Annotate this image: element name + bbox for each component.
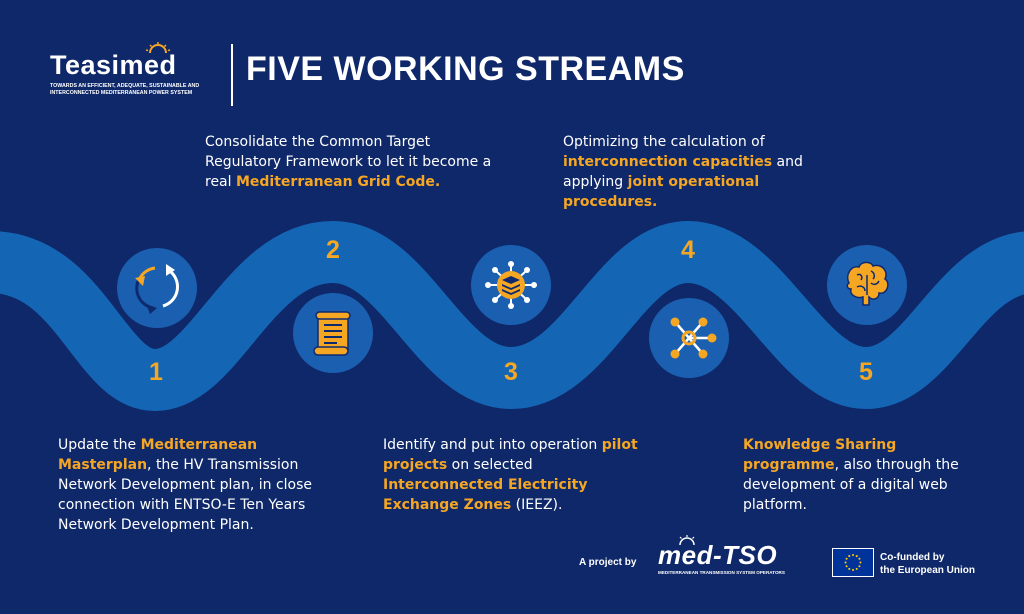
network-nodes-icon — [649, 298, 729, 378]
medtso-word: med-TSO — [658, 540, 778, 570]
highlight-text: Mediterranean Masterplan — [58, 437, 258, 473]
highlight-text: interconnection capacities — [563, 154, 773, 170]
body-text: Consolidate the Common Target Regulatory… — [205, 134, 492, 190]
document-scroll-icon — [293, 293, 373, 373]
stream-3-number: 3 — [504, 358, 518, 386]
stream-1-description: Update the Mediterranean Masterplan, the… — [58, 435, 313, 535]
highlight-text: Knowledge Sharing programme — [743, 437, 897, 473]
stream-1-number: 1 — [149, 358, 163, 386]
highlight-text: Mediterranean Grid Code. — [235, 174, 441, 190]
cycle-arrows-icon — [117, 248, 197, 328]
body-text: (IEEZ). — [511, 497, 563, 513]
stream-5-number: 5 — [859, 358, 873, 386]
stream-4-number: 4 — [681, 236, 695, 264]
project-by-label: A project by — [579, 557, 637, 568]
logo-word: Teasimed — [50, 50, 177, 80]
eu-flag-icon — [832, 548, 874, 577]
body-text: and applying — [563, 154, 803, 190]
teasimed-logo: Teasimed TOWARDS AN EFFICIENT, ADEQUATE,… — [50, 50, 220, 97]
body-text: on selected — [447, 457, 533, 473]
brain-icon — [827, 245, 907, 325]
sun-icon — [145, 42, 171, 54]
header-divider — [231, 44, 233, 106]
stream-4-description: Optimizing the calculation of interconne… — [563, 132, 853, 212]
highlight-text: Interconnected Electricity Exchange Zone… — [383, 477, 588, 513]
medtso-tagline: MEDITERRANEAN TRANSMISSION SYSTEM OPERAT… — [658, 570, 785, 575]
page-title: FIVE WORKING STREAMS — [246, 50, 685, 88]
highlight-text: joint operational procedures. — [563, 174, 760, 210]
medtso-sun-icon — [679, 535, 695, 546]
body-text: Identify and put into operation — [383, 437, 602, 453]
stream-5-description: Knowledge Sharing programme, also throug… — [743, 435, 988, 515]
body-text: Update the — [58, 437, 141, 453]
stream-3-description: Identify and put into operation pilot pr… — [383, 435, 653, 515]
highlight-text: pilot projects — [383, 437, 638, 473]
logo-tagline-1: TOWARDS AN EFFICIENT, ADEQUATE, SUSTAINA… — [50, 83, 200, 89]
stream-2-description: Consolidate the Common Target Regulatory… — [205, 132, 505, 192]
eu-line-1: Co-funded by — [880, 552, 945, 563]
eu-cofunded-label: Co-funded by the European Union — [880, 551, 975, 577]
logo-tagline-2: INTERCONNECTED MEDITERRANEAN POWER SYSTE… — [50, 90, 193, 96]
body-text: , the HV Transmission Network Developmen… — [58, 457, 313, 533]
stream-2-number: 2 — [326, 236, 340, 264]
medtso-logo: med-TSO MEDITERRANEAN TRANSMISSION SYSTE… — [658, 540, 785, 575]
layers-network-icon — [471, 245, 551, 325]
body-text: , also through the development of a digi… — [743, 457, 959, 513]
body-text: Optimizing the calculation of — [563, 134, 765, 150]
eu-line-2: the European Union — [880, 565, 975, 576]
